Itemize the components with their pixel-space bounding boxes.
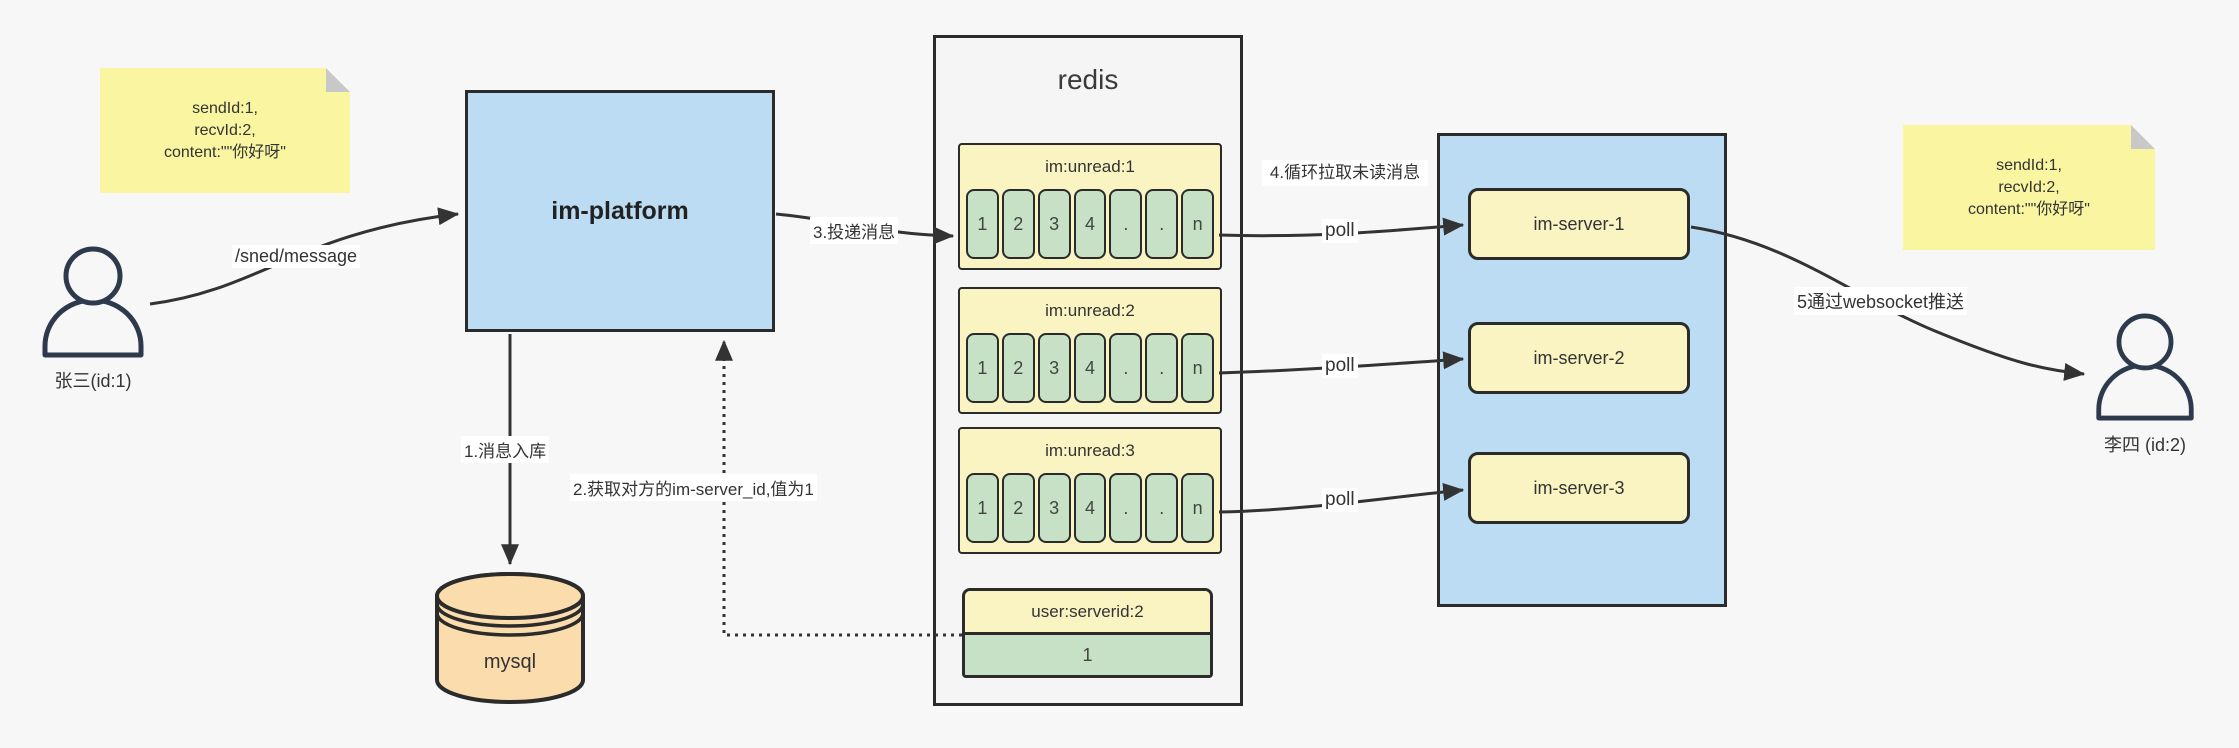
note-line: content:""你好呀" <box>1968 200 2090 218</box>
queue-cell: . <box>1145 473 1179 543</box>
queue-cell: 2 <box>1001 473 1035 543</box>
receiver-user: 李四 (id:2) <box>2091 312 2199 457</box>
person-icon <box>2096 313 2194 421</box>
note-line: recvId:2, <box>1998 178 2060 196</box>
queue-cell: 1 <box>966 333 999 403</box>
note-fold-icon <box>2131 125 2155 149</box>
im-server-label: im-server-2 <box>1533 347 1625 368</box>
label-send-api: /sned/message <box>232 245 361 268</box>
note-line: sendId:1, <box>1996 156 2062 174</box>
queue-cell: . <box>1109 189 1143 259</box>
serverid-key: user:serverid:2 <box>965 591 1210 635</box>
queue-cell: . <box>1145 333 1179 403</box>
note-line: content:""你好呀" <box>164 143 286 161</box>
queue-cell: 4 <box>1073 189 1107 259</box>
queue-cell: 1 <box>966 473 999 543</box>
redis-title: redis <box>1057 64 1119 95</box>
label-step2: 2.获取对方的im-server_id,值为1 <box>570 474 817 501</box>
serverid-kv-box: user:serverid:2 1 <box>962 588 1213 678</box>
sticky-note-left: sendId:1, recvId:2, content:""你好呀" <box>100 68 350 193</box>
label-step4: 4.循环拉取未读消息 <box>1262 160 1428 186</box>
sender-user: 张三(id:1) <box>37 246 149 393</box>
queue-cell: 1 <box>966 189 999 259</box>
queue-cell: 2 <box>1001 333 1035 403</box>
serverid-value: 1 <box>965 635 1210 675</box>
sender-label: 张三(id:1) <box>54 371 132 391</box>
label-step3: 3.投递消息 <box>810 217 899 244</box>
queue-cell: 4 <box>1073 473 1107 543</box>
note-line: recvId:2, <box>194 121 256 139</box>
queue-cell: . <box>1145 189 1179 259</box>
queue-cell: 4 <box>1073 333 1107 403</box>
im-server-1-box: im-server-1 <box>1468 188 1690 260</box>
queue-cell: 2 <box>1001 189 1035 259</box>
queue-cell: . <box>1109 473 1143 543</box>
person-icon <box>42 246 144 358</box>
queue-cell: 3 <box>1037 473 1071 543</box>
unread-queue-3: im:unread:3 1 2 3 4 . . n <box>958 427 1222 554</box>
unread-queue-2: im:unread:2 1 2 3 4 . . n <box>958 287 1222 414</box>
queue-cell: . <box>1109 333 1143 403</box>
queue-cell: n <box>1181 189 1215 259</box>
label-step5: 5通过websocket推送 <box>1794 287 1968 315</box>
queue-cell: 3 <box>1037 333 1071 403</box>
im-server-3-box: im-server-3 <box>1468 452 1690 524</box>
label-step1: 1.消息入库 <box>461 436 550 463</box>
note-line: sendId:1, <box>192 99 258 117</box>
mysql-label: mysql <box>483 651 537 673</box>
queue-cell: n <box>1181 333 1215 403</box>
queue-cell: 3 <box>1037 189 1071 259</box>
im-server-label: im-server-1 <box>1533 213 1625 234</box>
queue-header: im:unread:2 <box>1045 301 1135 320</box>
unread-queue-1: im:unread:1 1 2 3 4 . . n <box>958 143 1222 270</box>
receiver-label: 李四 (id:2) <box>2103 435 2186 455</box>
im-platform-box: im-platform <box>465 90 775 332</box>
im-server-2-box: im-server-2 <box>1468 322 1690 394</box>
label-poll-1: poll <box>1322 219 1358 243</box>
mysql-database-icon <box>433 568 587 713</box>
queue-header: im:unread:1 <box>1045 157 1135 176</box>
im-server-label: im-server-3 <box>1533 477 1625 498</box>
label-poll-2: poll <box>1322 354 1358 378</box>
queue-cell: n <box>1181 473 1215 543</box>
queue-header: im:unread:3 <box>1045 441 1135 460</box>
im-platform-label: im-platform <box>551 196 689 225</box>
note-fold-icon <box>326 68 350 92</box>
sticky-note-right: sendId:1, recvId:2, content:""你好呀" <box>1903 125 2155 250</box>
label-poll-3: poll <box>1322 488 1358 512</box>
